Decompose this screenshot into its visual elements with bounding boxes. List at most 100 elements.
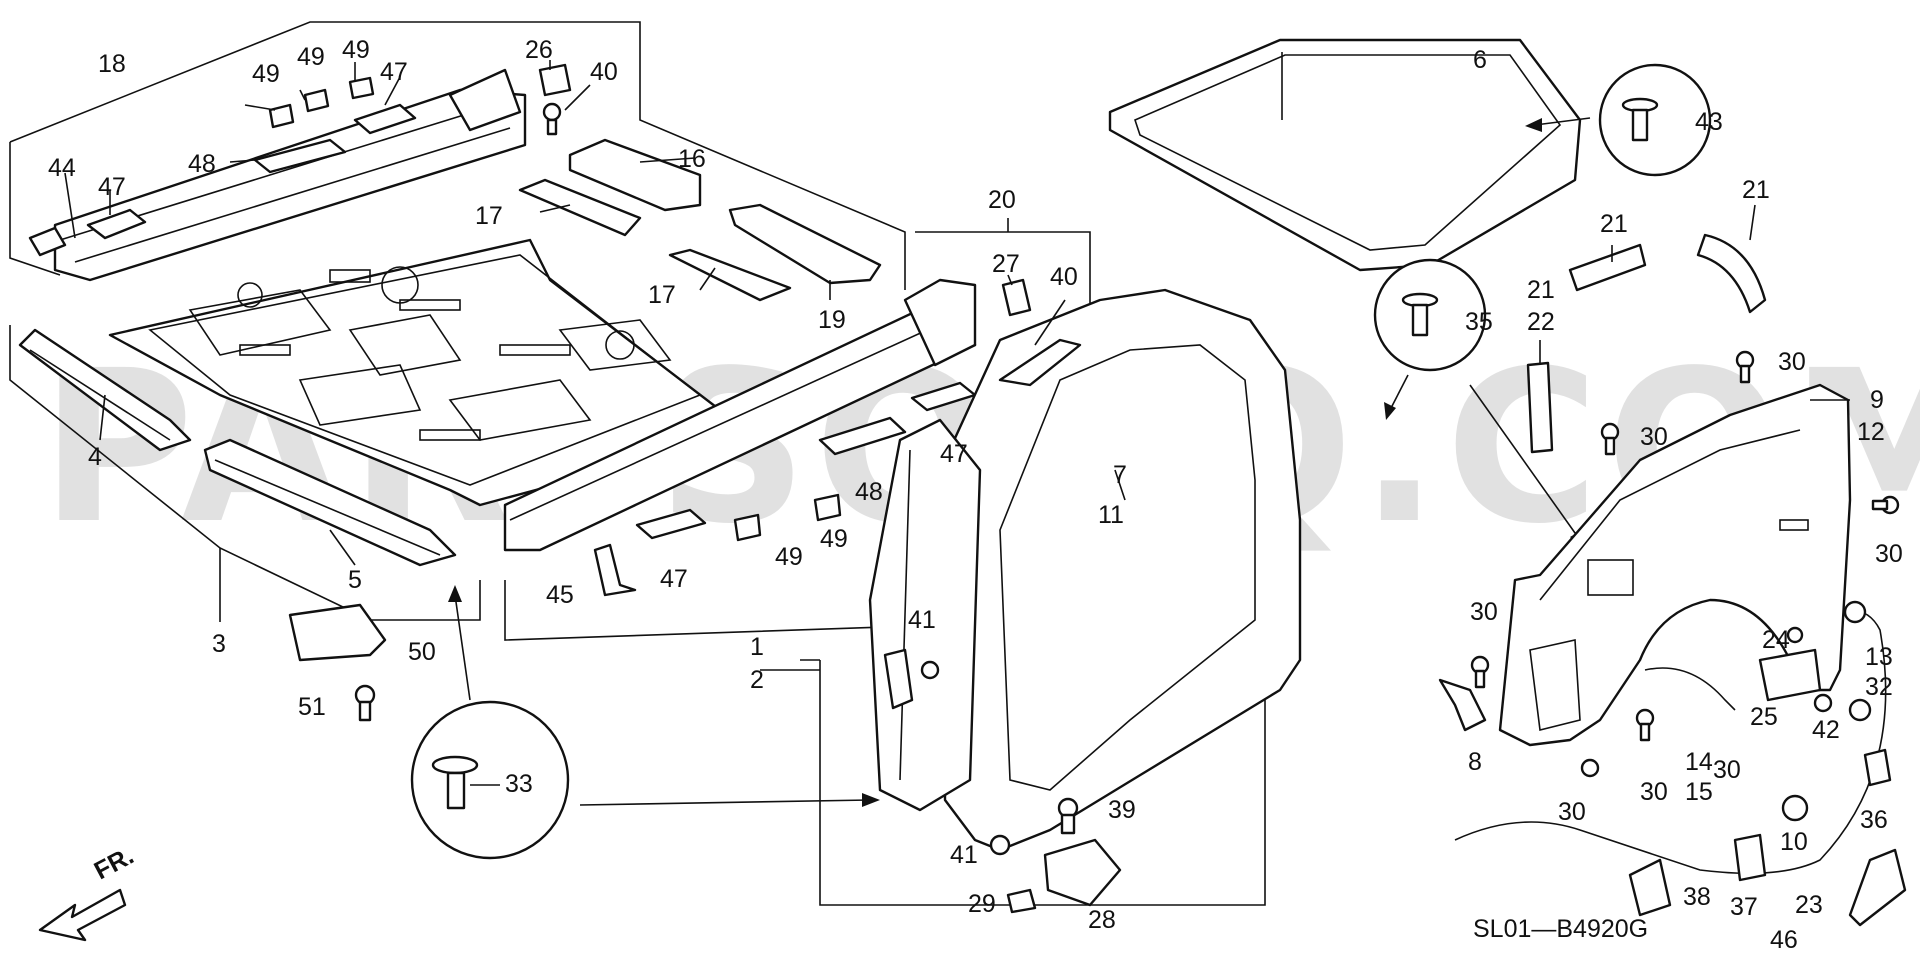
callout-29: 29	[968, 890, 996, 918]
callout-17-a: 17	[475, 202, 503, 230]
callout-30-b: 30	[1640, 423, 1668, 451]
callout-3: 3	[212, 630, 226, 658]
callout-41-b: 41	[950, 841, 978, 869]
callout-24: 24	[1762, 626, 1790, 654]
bracket-8	[1438, 678, 1487, 732]
callout-44: 44	[48, 154, 76, 182]
callout-25: 25	[1750, 703, 1778, 731]
reinforcement-5	[203, 438, 457, 567]
molding-22	[1526, 361, 1554, 454]
callout-20: 20	[988, 186, 1016, 214]
bracket-47-a	[86, 208, 147, 240]
callout-40-a: 40	[590, 58, 618, 86]
callout-9: 9	[1870, 386, 1884, 414]
arrow-33-to-floor	[448, 585, 471, 701]
callout-26: 26	[525, 36, 553, 64]
callout-21-b: 21	[1742, 176, 1770, 204]
callout-47-d: 47	[660, 565, 688, 593]
group-box-3	[9, 325, 481, 622]
bolt-41-a	[920, 660, 940, 680]
bracket-49-c	[348, 76, 375, 100]
fuel-cable-23	[1454, 600, 1887, 875]
bolt-42	[1813, 693, 1833, 713]
callout-42: 42	[1812, 716, 1840, 744]
spring-14-15	[1644, 667, 1736, 711]
callout-48-b: 48	[855, 478, 883, 506]
bracket-44	[28, 226, 67, 257]
callout-15: 15	[1685, 778, 1713, 806]
callout-23: 23	[1795, 891, 1823, 919]
floor-crossmember-17a	[518, 178, 642, 237]
callout-12: 12	[1857, 418, 1885, 446]
callout-7: 7	[1113, 461, 1127, 489]
bracket-49-e	[813, 493, 842, 522]
clip-38	[1628, 858, 1672, 917]
floor-crossmember-16	[568, 138, 702, 212]
callout-51: 51	[298, 693, 326, 721]
bracket-26	[538, 63, 572, 97]
callout-46: 46	[1770, 926, 1798, 954]
callout-47-b: 47	[380, 58, 408, 86]
callout-49-e: 49	[820, 525, 848, 553]
callout-48-a: 48	[188, 150, 216, 178]
callout-27: 27	[992, 250, 1020, 278]
bolt-30-e	[1635, 708, 1655, 742]
callout-47-a: 47	[98, 173, 126, 201]
callout-50: 50	[408, 638, 436, 666]
arrow-43-to-roof	[1525, 117, 1591, 132]
callout-28: 28	[1088, 906, 1116, 934]
arrow-33-to-side	[579, 793, 880, 807]
callout-45: 45	[546, 581, 574, 609]
reinforcement-4	[18, 328, 192, 452]
leader-lines	[64, 52, 1850, 671]
callout-16: 16	[678, 145, 706, 173]
bolt-24	[1786, 626, 1804, 644]
bolt-30-c	[1871, 495, 1900, 515]
rear-fender	[1498, 383, 1852, 747]
floor-crossmember-19	[728, 203, 882, 285]
roof-panel	[1108, 38, 1582, 272]
callout-19: 19	[818, 306, 846, 334]
bracket-49-b	[303, 88, 330, 113]
bracket-50	[288, 603, 387, 662]
front-label: FR.	[90, 842, 139, 886]
callout-18: 18	[98, 50, 126, 78]
callout-49-a: 49	[252, 60, 280, 88]
grommet-10	[1781, 794, 1809, 822]
callout-36: 36	[1860, 806, 1888, 834]
rear-inner-rail	[448, 68, 522, 132]
bolt-40-a	[542, 102, 562, 136]
callout-49-c: 49	[342, 36, 370, 64]
callout-14: 14	[1685, 748, 1713, 776]
bolt-39	[1057, 797, 1079, 835]
bracket-28	[1043, 838, 1122, 907]
callout-4: 4	[88, 443, 102, 471]
bracket-49-a	[268, 103, 295, 129]
clip-33-detail	[410, 700, 570, 860]
callout-35: 35	[1465, 308, 1493, 336]
clip-43-detail	[1598, 63, 1712, 177]
bracket-48-a	[253, 138, 347, 174]
clip-35-detail	[1373, 258, 1487, 372]
outer-side-panel	[943, 288, 1302, 852]
callout-10: 10	[1780, 828, 1808, 856]
callout-49-d: 49	[775, 543, 803, 571]
pad-29	[1006, 888, 1037, 914]
callout-38: 38	[1683, 883, 1711, 911]
callout-33: 33	[505, 770, 533, 798]
callout-13: 13	[1865, 643, 1893, 671]
callout-1: 1	[750, 633, 764, 661]
bolt-30-f	[1580, 758, 1600, 778]
bracket-47-d	[635, 508, 707, 540]
callout-39: 39	[1108, 796, 1136, 824]
callout-21-a: 21	[1600, 210, 1628, 238]
arrow-35-down	[1384, 374, 1409, 420]
callout-5: 5	[348, 566, 362, 594]
callout-22: 22	[1527, 308, 1555, 336]
side-sill-20	[503, 278, 977, 552]
callout-43: 43	[1695, 108, 1723, 136]
inner-pillar-7	[868, 418, 982, 812]
callout-30-a: 30	[1778, 348, 1806, 376]
callout-6: 6	[1473, 46, 1487, 74]
clip-36	[1863, 748, 1892, 787]
